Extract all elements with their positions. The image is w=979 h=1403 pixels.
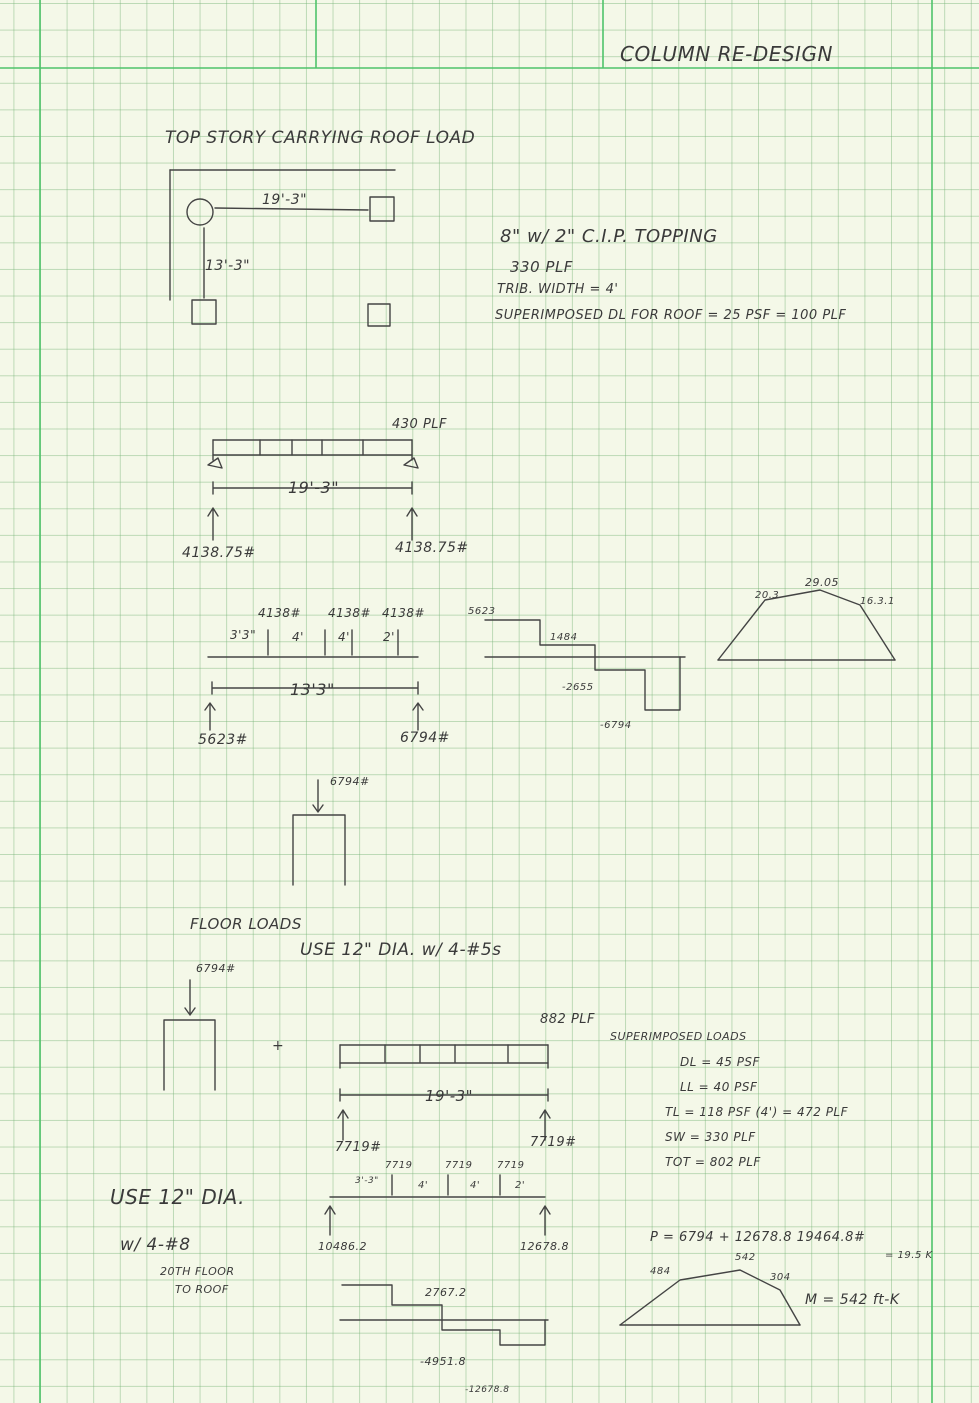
beam-4-segment-2: 4' — [418, 1180, 429, 1191]
superimposed-line-4: SW = 330 PLF — [665, 1130, 756, 1144]
moment-diagram-1 — [717, 589, 896, 661]
superimposed-line-3: TL = 118 PSF (4') = 472 PLF — [665, 1105, 849, 1119]
beam-2-reaction-left: 5623# — [198, 732, 248, 748]
beam-4-load-1: 7719 — [385, 1160, 413, 1171]
beam-2-load-3: 4138# — [382, 606, 426, 620]
superimposed-title: SUPERIMPOSED LOADS — [610, 1030, 747, 1043]
plus-sign: + — [272, 1038, 285, 1054]
beam-2-span: 13'3" — [290, 680, 335, 699]
column-1-load: 6794# — [330, 775, 370, 788]
beam-2-segment-4: 2' — [383, 630, 395, 644]
beam-2-segment-3: 4' — [338, 630, 350, 644]
shear-1-v2: 1484 — [550, 632, 578, 643]
moment-diagram-2 — [619, 1269, 801, 1326]
beam-3-sketch — [337, 1044, 551, 1141]
section-1-title: TOP STORY CARRYING ROOF LOAD — [165, 128, 476, 148]
note-topping: 8" w/ 2" C.I.P. TOPPING — [500, 226, 718, 247]
moment-2-m1: 484 — [650, 1266, 671, 1277]
plan-span-y: 13'-3" — [205, 258, 251, 274]
moment-1-m2: 29.05 — [805, 576, 839, 589]
beam-1-sketch — [207, 439, 419, 541]
note-trib-width: TRIB. WIDTH = 4' — [497, 282, 619, 297]
beam-2-sketch — [204, 629, 424, 731]
beam-4-segment-3: 4' — [470, 1180, 481, 1191]
beam-3-span: 19'-3" — [425, 1087, 474, 1105]
beam-1-load: 430 PLF — [392, 417, 448, 432]
moment-2-m3: 304 — [770, 1272, 791, 1283]
shear-diagram-2 — [339, 1284, 549, 1346]
plan-span-x: 19'-3" — [262, 192, 308, 208]
use-line-3: 20TH FLOOR — [160, 1265, 235, 1278]
note-superimposed: SUPERIMPOSED DL FOR ROOF = 25 PSF = 100 … — [495, 308, 847, 323]
section-2-title: FLOOR LOADS — [190, 915, 302, 933]
floor-plan-sketch — [169, 169, 396, 327]
beam-4-load-2: 7719 — [445, 1160, 473, 1171]
beam-2-reaction-right: 6794# — [400, 730, 450, 746]
shear-2-v3: -12678.8 — [465, 1385, 510, 1395]
use-line-4: TO ROOF — [175, 1283, 229, 1296]
beam-3-reaction-left: 7719# — [335, 1140, 382, 1155]
shear-2-v2: -4951.8 — [420, 1355, 466, 1368]
use-line-2: w/ 4-#8 — [120, 1235, 191, 1255]
beam-2-load-1: 4138# — [258, 606, 302, 620]
moment-1-m1: 20.3 — [755, 590, 780, 601]
shear-2-v1: 2767.2 — [425, 1286, 467, 1299]
beam-1-reaction-left: 4138.75# — [182, 545, 256, 561]
superimposed-line-1: DL = 45 PSF — [680, 1055, 760, 1069]
note-plf: 330 PLF — [510, 258, 573, 276]
shear-1-v3: -2655 — [562, 682, 594, 693]
column-1-sketch — [292, 779, 346, 886]
column-2-sketch — [163, 979, 216, 1091]
section-2-use: USE 12" DIA. w/ 4-#5s — [300, 940, 502, 960]
beam-2-load-2: 4138# — [328, 606, 372, 620]
beam-3-reaction-right: 7719# — [530, 1135, 577, 1150]
beam-1-span: 19'-3" — [288, 478, 340, 497]
shear-diagram-1 — [484, 619, 686, 711]
beam-4-reaction-right: 12678.8 — [520, 1240, 569, 1253]
beam-4-sketch — [324, 1174, 551, 1236]
beam-3-load: 882 PLF — [540, 1012, 596, 1027]
column-2-load: 6794# — [196, 962, 236, 975]
superimposed-line-2: LL = 40 PSF — [680, 1080, 758, 1094]
shear-1-v1: 5623 — [468, 606, 496, 617]
beam-4-reaction-left: 10486.2 — [318, 1240, 367, 1253]
beam-4-segment-1: 3'-3" — [355, 1176, 379, 1186]
beam-1-reaction-right: 4138.75# — [395, 540, 469, 556]
result-m: M = 542 ft-K — [805, 1292, 900, 1308]
shear-1-v4: -6794 — [600, 720, 632, 731]
use-line-1: USE 12" DIA. — [110, 1185, 246, 1209]
moment-1-m3: 16.3.1 — [860, 596, 895, 607]
page-title: COLUMN RE-DESIGN — [620, 42, 833, 66]
beam-4-segment-4: 2' — [515, 1180, 526, 1191]
beam-2-segment-1: 3'3" — [230, 628, 257, 642]
superimposed-line-5: TOT = 802 PLF — [665, 1155, 761, 1169]
beam-2-segment-2: 4' — [292, 630, 304, 644]
result-pk: = 19.5 K — [885, 1250, 933, 1261]
result-p: P = 6794 + 12678.8 19464.8# — [650, 1230, 866, 1245]
moment-2-m2: 542 — [735, 1252, 756, 1263]
beam-4-load-3: 7719 — [497, 1160, 525, 1171]
